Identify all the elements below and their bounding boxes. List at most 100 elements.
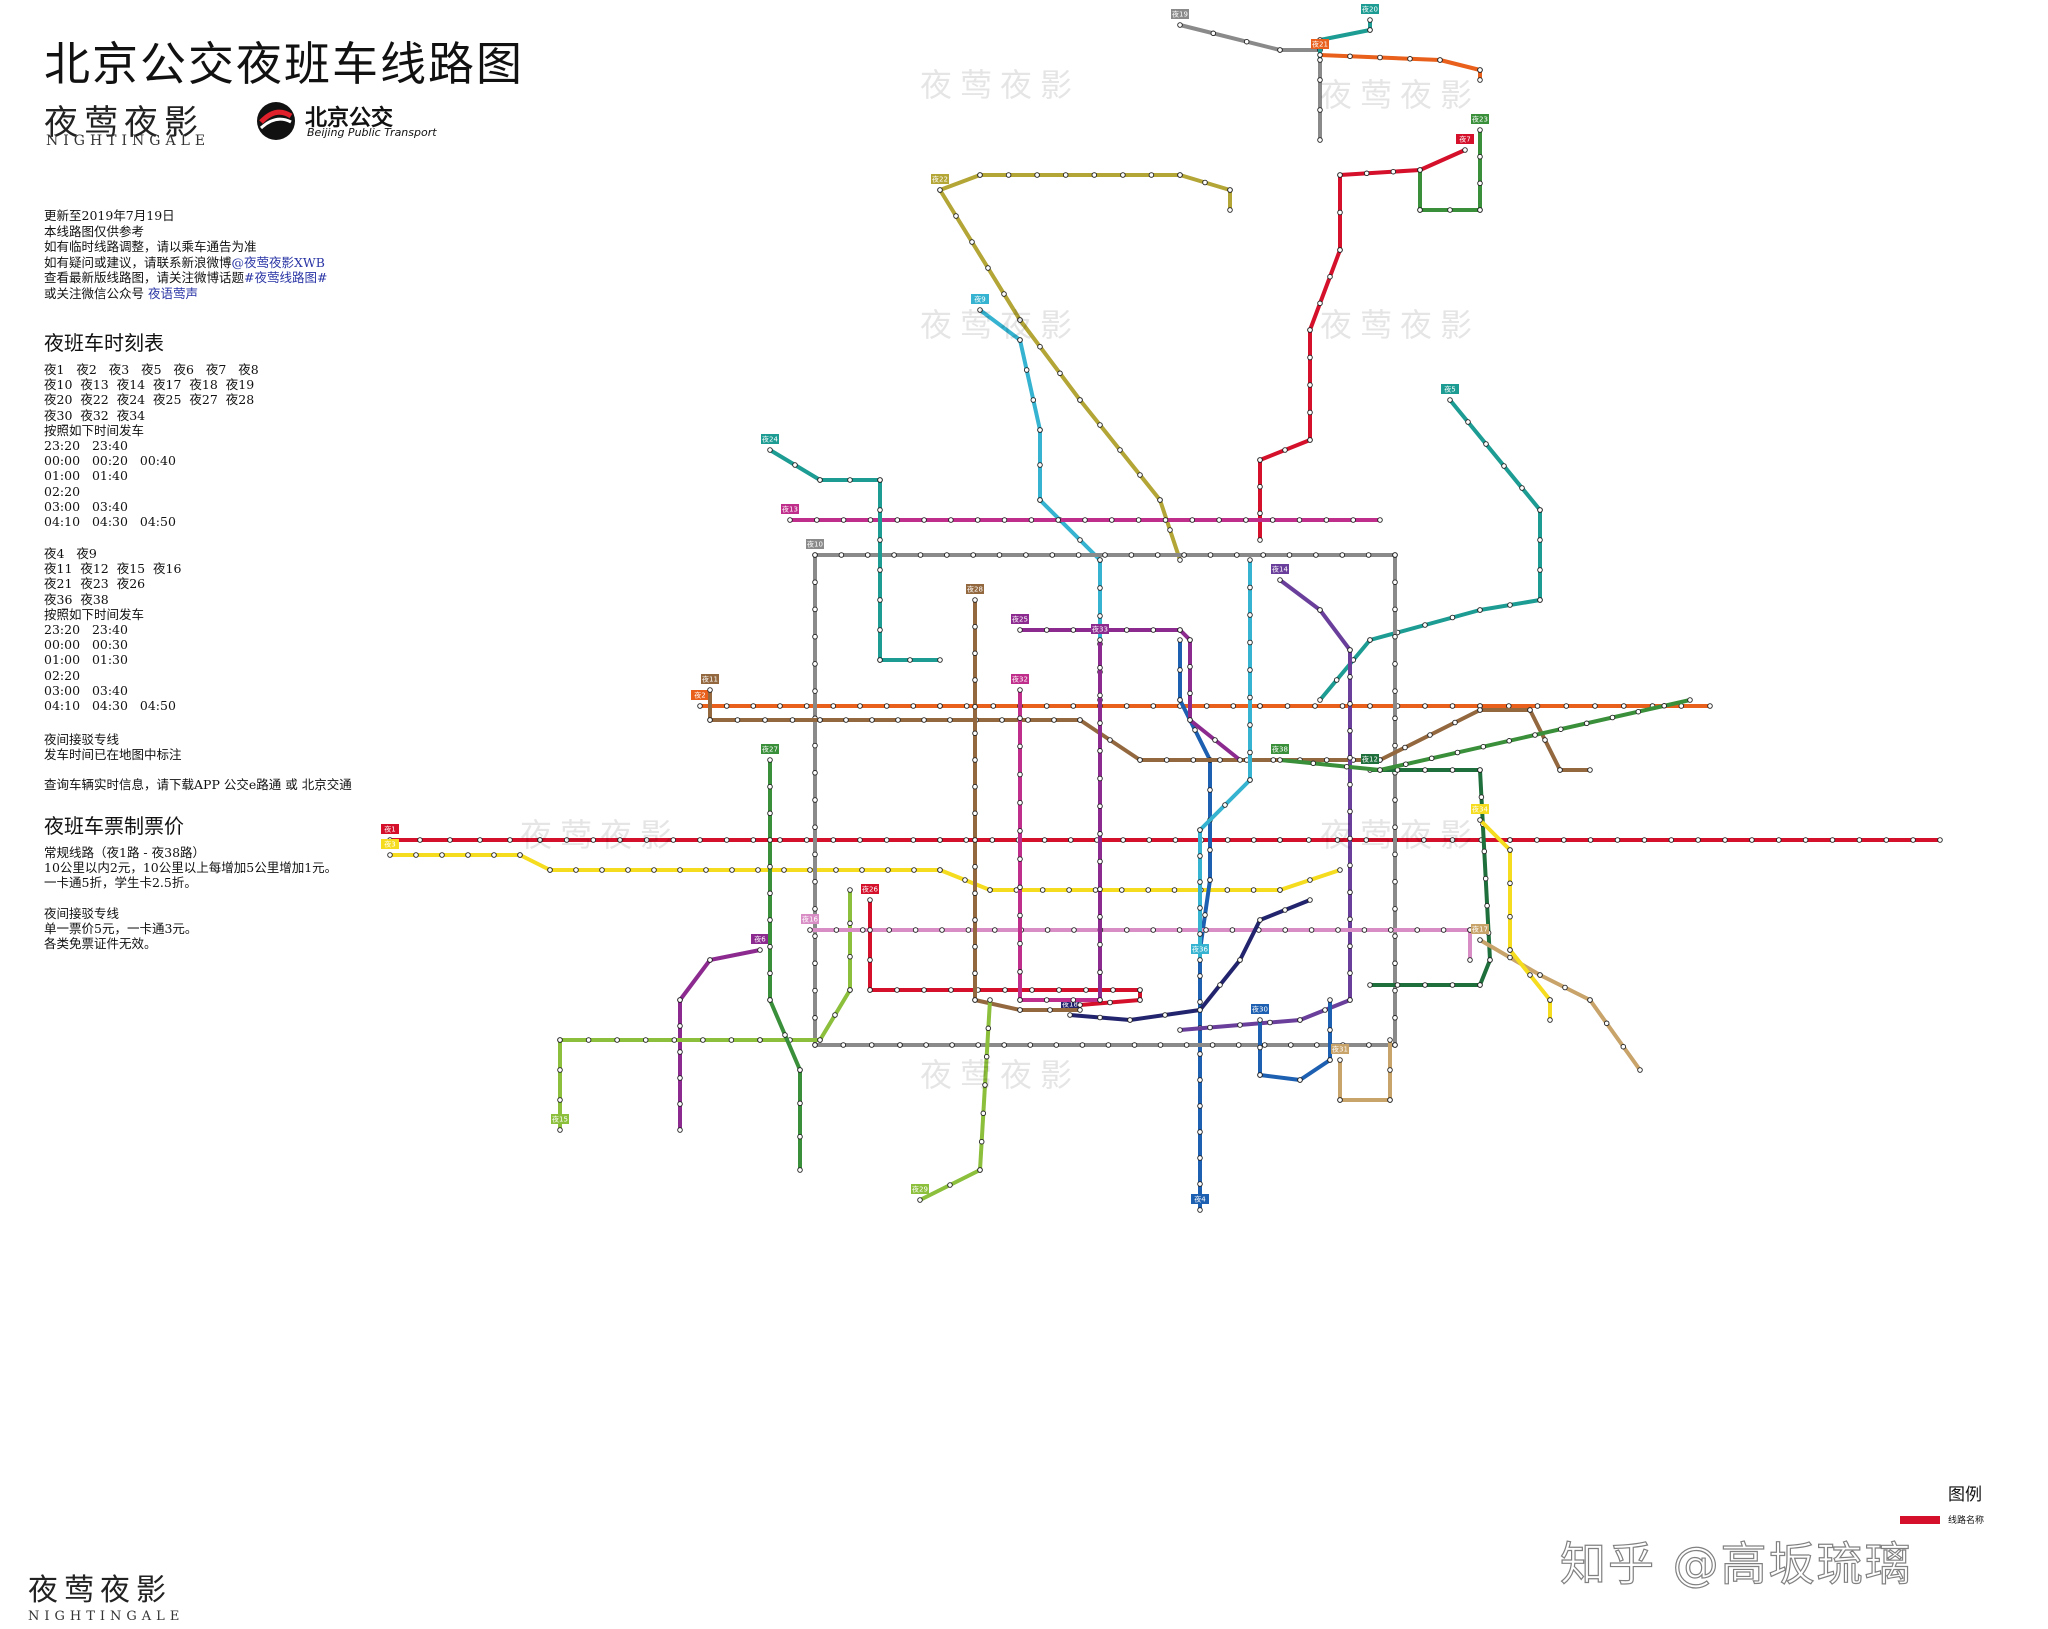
route-stop[interactable] — [1388, 927, 1394, 933]
route-stop[interactable] — [1478, 794, 1485, 800]
route-stop[interactable] — [1361, 927, 1368, 933]
route-badge[interactable]: 夜9 — [971, 294, 989, 304]
route-stop[interactable] — [877, 477, 883, 483]
route-stop[interactable] — [817, 1037, 823, 1043]
route-stop[interactable] — [910, 703, 917, 709]
route-stop[interactable] — [767, 863, 773, 870]
route-stop[interactable] — [1251, 837, 1257, 843]
route-stop[interactable] — [1537, 972, 1543, 978]
route-stop[interactable] — [1176, 927, 1183, 933]
route-stop[interactable] — [1077, 1002, 1083, 1008]
route-stop[interactable] — [1620, 1043, 1627, 1050]
route-stop[interactable] — [987, 997, 993, 1003]
route-stop[interactable] — [1367, 982, 1373, 988]
route-stop[interactable] — [972, 837, 978, 843]
route-stop[interactable] — [1477, 767, 1483, 773]
route-stop[interactable] — [1367, 703, 1373, 709]
route-stop[interactable] — [1177, 22, 1183, 28]
route-stop[interactable] — [883, 837, 890, 843]
route-stop[interactable] — [614, 1037, 620, 1043]
route-stop[interactable] — [859, 867, 865, 873]
route-stop[interactable] — [867, 927, 873, 933]
route-stop[interactable] — [977, 307, 983, 313]
route-stop[interactable] — [797, 1167, 803, 1173]
route-stop[interactable] — [1001, 1042, 1007, 1048]
route-badge[interactable]: 夜30 — [1251, 1004, 1269, 1014]
route-stop[interactable] — [1237, 957, 1243, 963]
route-stop[interactable] — [1563, 703, 1570, 709]
route-stop[interactable] — [1347, 647, 1353, 653]
route-stop[interactable] — [671, 1037, 678, 1043]
route-stop[interactable] — [1120, 172, 1126, 178]
route-stop[interactable] — [972, 783, 978, 790]
route-path[interactable] — [978, 308, 1102, 702]
route-badge[interactable]: 夜36 — [1191, 944, 1209, 954]
route-stop[interactable] — [877, 507, 883, 513]
route-stop[interactable] — [1337, 247, 1343, 253]
route-path[interactable] — [708, 688, 1592, 772]
route-stop[interactable] — [1350, 517, 1356, 523]
route-stop[interactable] — [1247, 667, 1253, 673]
route-stop[interactable] — [677, 1075, 683, 1081]
route-stop[interactable] — [1097, 831, 1103, 837]
route-badge[interactable]: 夜29 — [911, 1184, 929, 1194]
route-stop[interactable] — [860, 927, 866, 933]
route-stop[interactable] — [1347, 943, 1353, 949]
route-stop[interactable] — [1107, 737, 1113, 743]
route-stop[interactable] — [1097, 914, 1103, 920]
route-stop[interactable] — [1097, 692, 1103, 699]
route-stop[interactable] — [670, 837, 677, 843]
route-stop[interactable] — [923, 1042, 929, 1048]
route-stop[interactable] — [1306, 837, 1312, 843]
route-stop[interactable] — [1137, 987, 1143, 993]
route-stop[interactable] — [755, 867, 761, 873]
route-stop[interactable] — [1037, 427, 1043, 433]
route-stop[interactable] — [1467, 957, 1473, 963]
route-stop[interactable] — [1017, 799, 1023, 806]
route-stop[interactable] — [1235, 1042, 1242, 1048]
route-stop[interactable] — [1407, 56, 1413, 62]
route-stop[interactable] — [1367, 27, 1373, 33]
route-stop[interactable] — [387, 852, 393, 858]
route-stop[interactable] — [972, 623, 978, 630]
route-stop[interactable] — [750, 703, 757, 709]
route-stop[interactable] — [867, 957, 873, 963]
route-stop[interactable] — [1212, 737, 1218, 743]
route-badge[interactable]: 夜21 — [1311, 39, 1329, 49]
route-stop[interactable] — [1477, 707, 1483, 713]
route-stop[interactable] — [1317, 697, 1323, 703]
route-夜36[interactable]: 夜36 — [1191, 557, 1253, 963]
route-stop[interactable] — [1558, 726, 1564, 732]
route-badge[interactable]: 夜31 — [1331, 1044, 1349, 1054]
route-stop[interactable] — [1247, 584, 1253, 591]
route-stop[interactable] — [537, 837, 543, 843]
route-stop[interactable] — [939, 927, 945, 933]
route-stop[interactable] — [1527, 972, 1533, 978]
route-stop[interactable] — [1422, 982, 1428, 988]
route-stop[interactable] — [767, 970, 773, 977]
route-stop[interactable] — [1247, 722, 1253, 728]
route-stop[interactable] — [1347, 889, 1353, 896]
route-stop[interactable] — [1197, 1007, 1203, 1013]
route-path[interactable] — [678, 948, 762, 1132]
route-stop[interactable] — [1481, 848, 1488, 855]
route-stop[interactable] — [1207, 787, 1213, 793]
route-stop[interactable] — [1269, 517, 1276, 523]
route-badge[interactable]: 夜34 — [1471, 804, 1489, 814]
route-badge[interactable]: 夜27 — [761, 744, 779, 754]
route-stop[interactable] — [812, 579, 818, 585]
route-stop[interactable] — [1506, 738, 1512, 744]
route-夜34[interactable]: 夜34 — [1471, 804, 1553, 1023]
route-badge[interactable]: 夜32 — [1011, 674, 1029, 684]
route-夜19[interactable]: 夜19 — [1171, 9, 1323, 143]
route-stop[interactable] — [812, 960, 818, 967]
route-stop[interactable] — [1477, 982, 1483, 988]
route-stop[interactable] — [1707, 703, 1713, 709]
route-stop[interactable] — [1449, 767, 1456, 773]
route-stop[interactable] — [812, 1042, 818, 1048]
route-stop[interactable] — [465, 852, 471, 858]
route-夜2[interactable]: 夜2 — [691, 690, 1713, 709]
route-stop[interactable] — [847, 987, 853, 993]
route-stop[interactable] — [1678, 703, 1685, 709]
route-stop[interactable] — [953, 213, 959, 219]
